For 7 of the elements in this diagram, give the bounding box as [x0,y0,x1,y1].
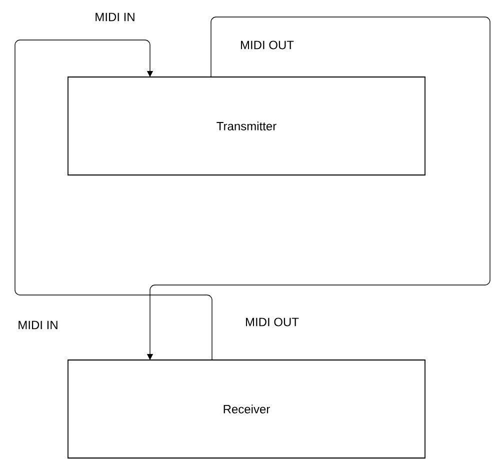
port-label: MIDI OUT [241,40,294,50]
port-label: MIDI IN [96,12,134,22]
port-label: MIDI OUT [246,318,299,326]
block-box: Transmitter [68,76,426,176]
block-box: Receiver [68,360,426,458]
port-label: MIDI IN [18,320,58,330]
connector-arrow [14,40,212,360]
